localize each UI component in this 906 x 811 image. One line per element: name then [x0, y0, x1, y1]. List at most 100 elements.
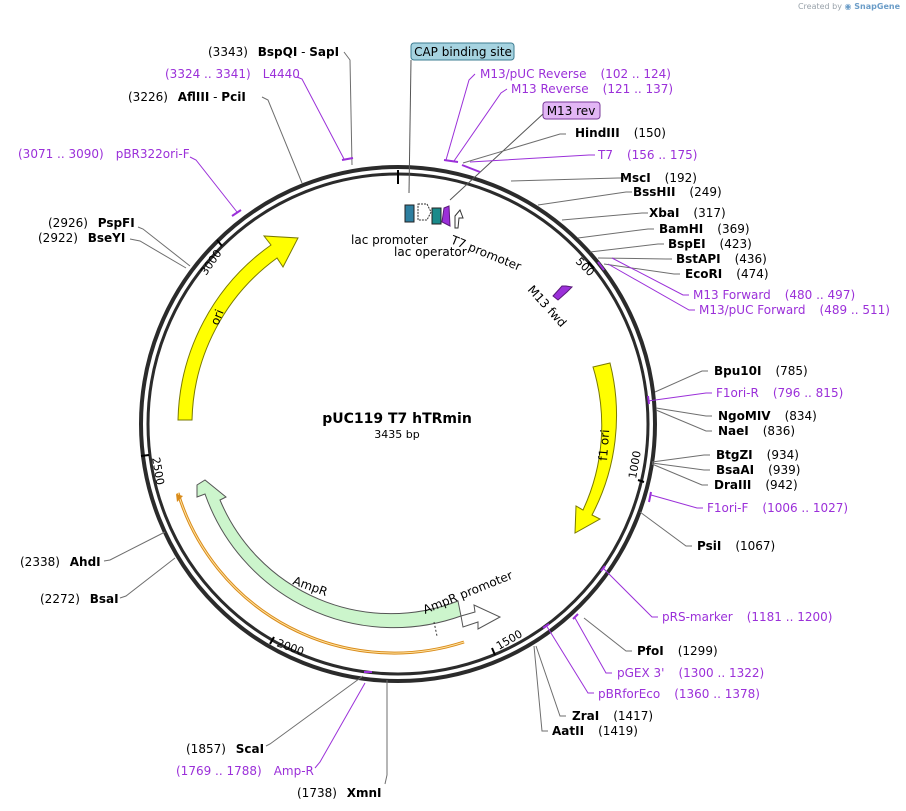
enzyme-scai[interactable]: (1857) ScaI: [186, 742, 264, 756]
primer-range: (102 .. 124): [601, 67, 671, 81]
primer-name: L4440: [263, 67, 300, 81]
primer-name: pBR322ori-F: [116, 147, 190, 161]
enzyme-naei[interactable]: NaeI(836): [718, 424, 795, 438]
enzyme-name: NaeI: [718, 424, 749, 438]
enzyme-ahdi[interactable]: (2338) AhdI: [20, 555, 101, 569]
enzyme-aatii[interactable]: AatII(1419): [552, 724, 638, 738]
enzyme-name: PfoI: [637, 644, 664, 658]
enzyme-bseyi[interactable]: (2922) BseYI: [38, 231, 125, 245]
enzyme-bamhi[interactable]: BamHI(369): [659, 222, 750, 236]
cap-binding-site-box[interactable]: [410, 42, 515, 61]
primer-m13-reverse[interactable]: M13 Reverse(121 .. 137): [511, 82, 673, 96]
enzyme-pfoi[interactable]: PfoI(1299): [637, 644, 718, 658]
enzyme-bsai[interactable]: (2272) BsaI: [40, 592, 119, 606]
cap-binding-site-label: CAP binding site: [414, 45, 512, 59]
enzyme-name: XbaI: [649, 206, 679, 220]
primer-site-m13rev: [443, 159, 459, 163]
primer-f1ori-r[interactable]: F1ori-R(796 .. 815): [716, 386, 843, 400]
primer-site-t7: [461, 164, 481, 173]
primer-range: (3324 .. 3341): [165, 67, 251, 81]
primer-l4440[interactable]: (3324 .. 3341) L4440: [165, 67, 300, 81]
enzyme-pos: (150): [634, 126, 666, 140]
enzyme-name: BstAPI: [676, 252, 721, 266]
enzyme-pos: (1067): [735, 539, 775, 553]
enzyme-name: ScaI: [236, 742, 264, 756]
leader-ecori: [603, 263, 680, 275]
primer-m13puc-forward[interactable]: M13/pUC Forward(489 .. 511): [699, 303, 890, 317]
tick-500: [587, 261, 595, 269]
enzyme-pos: (2338): [20, 555, 60, 569]
snapgene-credit: Created by ◉ SnapGene: [798, 2, 900, 11]
primer-t7[interactable]: T7(156 .. 175): [597, 148, 697, 162]
primer-pbr322ori-f[interactable]: (3071 .. 3090)pBR322ori-F: [18, 147, 190, 161]
primer-pgex3[interactable]: pGEX 3'(1300 .. 1322): [617, 666, 764, 680]
enzyme-bsaai[interactable]: BsaAI(939): [716, 463, 800, 477]
primer-name: M13 Forward: [693, 288, 771, 302]
primer-site-pbrforeco: [542, 623, 550, 629]
leader-afliii: [261, 96, 303, 184]
enzyme-pos: (474): [736, 267, 768, 281]
primer-amp-r[interactable]: (1769 .. 1788)Amp-R: [176, 764, 314, 778]
leader-m13puc-fwd: [607, 263, 695, 311]
enzyme-labels-right: HindIII(150) MscI(192) BssHII(249) XbaI(…: [552, 126, 817, 738]
lac-promoter-block[interactable]: [404, 204, 415, 223]
m13-rev-marker[interactable]: [441, 205, 451, 227]
enzyme-draiii[interactable]: DraIII(942): [714, 478, 798, 492]
primer-m13-forward[interactable]: M13 Forward(480 .. 497): [693, 288, 855, 302]
leader-pbrforeco: [545, 624, 594, 694]
primer-range: (156 .. 175): [627, 148, 697, 162]
primer-name: pRS-marker: [662, 610, 733, 624]
enzyme-name: ZraI: [572, 709, 599, 723]
enzyme-bsshii[interactable]: BssHII(249): [633, 185, 722, 199]
primer-range: (1181 .. 1200): [747, 610, 833, 624]
tick-1500: [491, 647, 496, 656]
leader-bseyi: [129, 238, 187, 269]
ampr-feature[interactable]: [196, 479, 462, 629]
tick-label-2500: 2500: [149, 456, 167, 486]
enzyme-zrai[interactable]: ZraI(1417): [572, 709, 653, 723]
enzyme-name: BspQI: [258, 45, 298, 59]
primer-range: (489 .. 511): [820, 303, 890, 317]
enzyme-name: AflIII: [178, 90, 210, 104]
lac-promoter-label: lac promoter: [351, 233, 428, 247]
enzyme-bspqi[interactable]: (3343) BspQI - SapI: [208, 45, 339, 59]
leader-pspfi: [137, 226, 191, 267]
lac-operator-block[interactable]: [431, 207, 442, 225]
enzyme-name: BsaAI: [716, 463, 754, 477]
primer-site-m13fwd: [597, 261, 605, 271]
primer-prs-marker[interactable]: pRS-marker (1181 .. 1200): [662, 610, 832, 624]
f1-ori-feature[interactable]: [574, 362, 617, 534]
primer-f1ori-f[interactable]: F1ori-F(1006 .. 1027): [707, 501, 848, 515]
enzyme-btgzi[interactable]: BtgZI(934): [716, 448, 799, 462]
primer-site-l4440: [341, 157, 354, 161]
enzyme-labels-left: (3343) BspQI - SapI (3226) AflIII - PciI…: [20, 45, 382, 800]
leader-aatii: [533, 645, 548, 732]
m13-fwd-marker[interactable]: [552, 285, 574, 301]
primer-range: (121 .. 137): [603, 82, 673, 96]
enzyme-pspfi[interactable]: (2926) PspFI: [48, 216, 135, 230]
ampr-promoter-feature[interactable]: [460, 604, 502, 630]
enzyme-psii[interactable]: PsiI(1067): [697, 539, 775, 553]
primer-m13puc-reverse[interactable]: M13/pUC Reverse(102 .. 124): [480, 67, 671, 81]
m13-rev-box[interactable]: [542, 101, 601, 120]
enzyme-xbai[interactable]: XbaI(317): [649, 206, 726, 220]
enzyme-pos: (934): [767, 448, 799, 462]
enzyme-name: NgoMIV: [718, 409, 771, 423]
enzyme-hindiii[interactable]: HindIII(150): [575, 126, 666, 140]
ori-feature[interactable]: [177, 235, 299, 421]
enzyme-name: XmnI: [347, 786, 382, 800]
lac-promoter-arrow[interactable]: [417, 203, 432, 221]
t7-promoter-arrow[interactable]: [454, 209, 464, 229]
enzyme-xmni[interactable]: (1738) XmnI: [297, 786, 382, 800]
enzyme-ngomiv[interactable]: NgoMIV(834): [718, 409, 817, 423]
primer-labels: (3324 .. 3341) L4440 (3071 .. 3090)pBR322…: [18, 67, 890, 778]
enzyme-bstapi[interactable]: BstAPI(436): [676, 252, 767, 266]
enzyme-afliii[interactable]: (3226) AflIII - PciI: [128, 90, 246, 104]
enzyme-bpu10i[interactable]: Bpu10I(785): [714, 364, 808, 378]
tick-2000: [269, 636, 275, 645]
enzyme-ecori[interactable]: EcoRI(474): [685, 267, 769, 281]
enzyme-pos: (3226): [128, 90, 168, 104]
primer-pbrforeco[interactable]: pBRforEco(1360 .. 1378): [598, 687, 760, 701]
enzyme-bspei[interactable]: BspEI(423): [668, 237, 752, 251]
enzyme-msci[interactable]: MscI(192): [620, 171, 697, 185]
